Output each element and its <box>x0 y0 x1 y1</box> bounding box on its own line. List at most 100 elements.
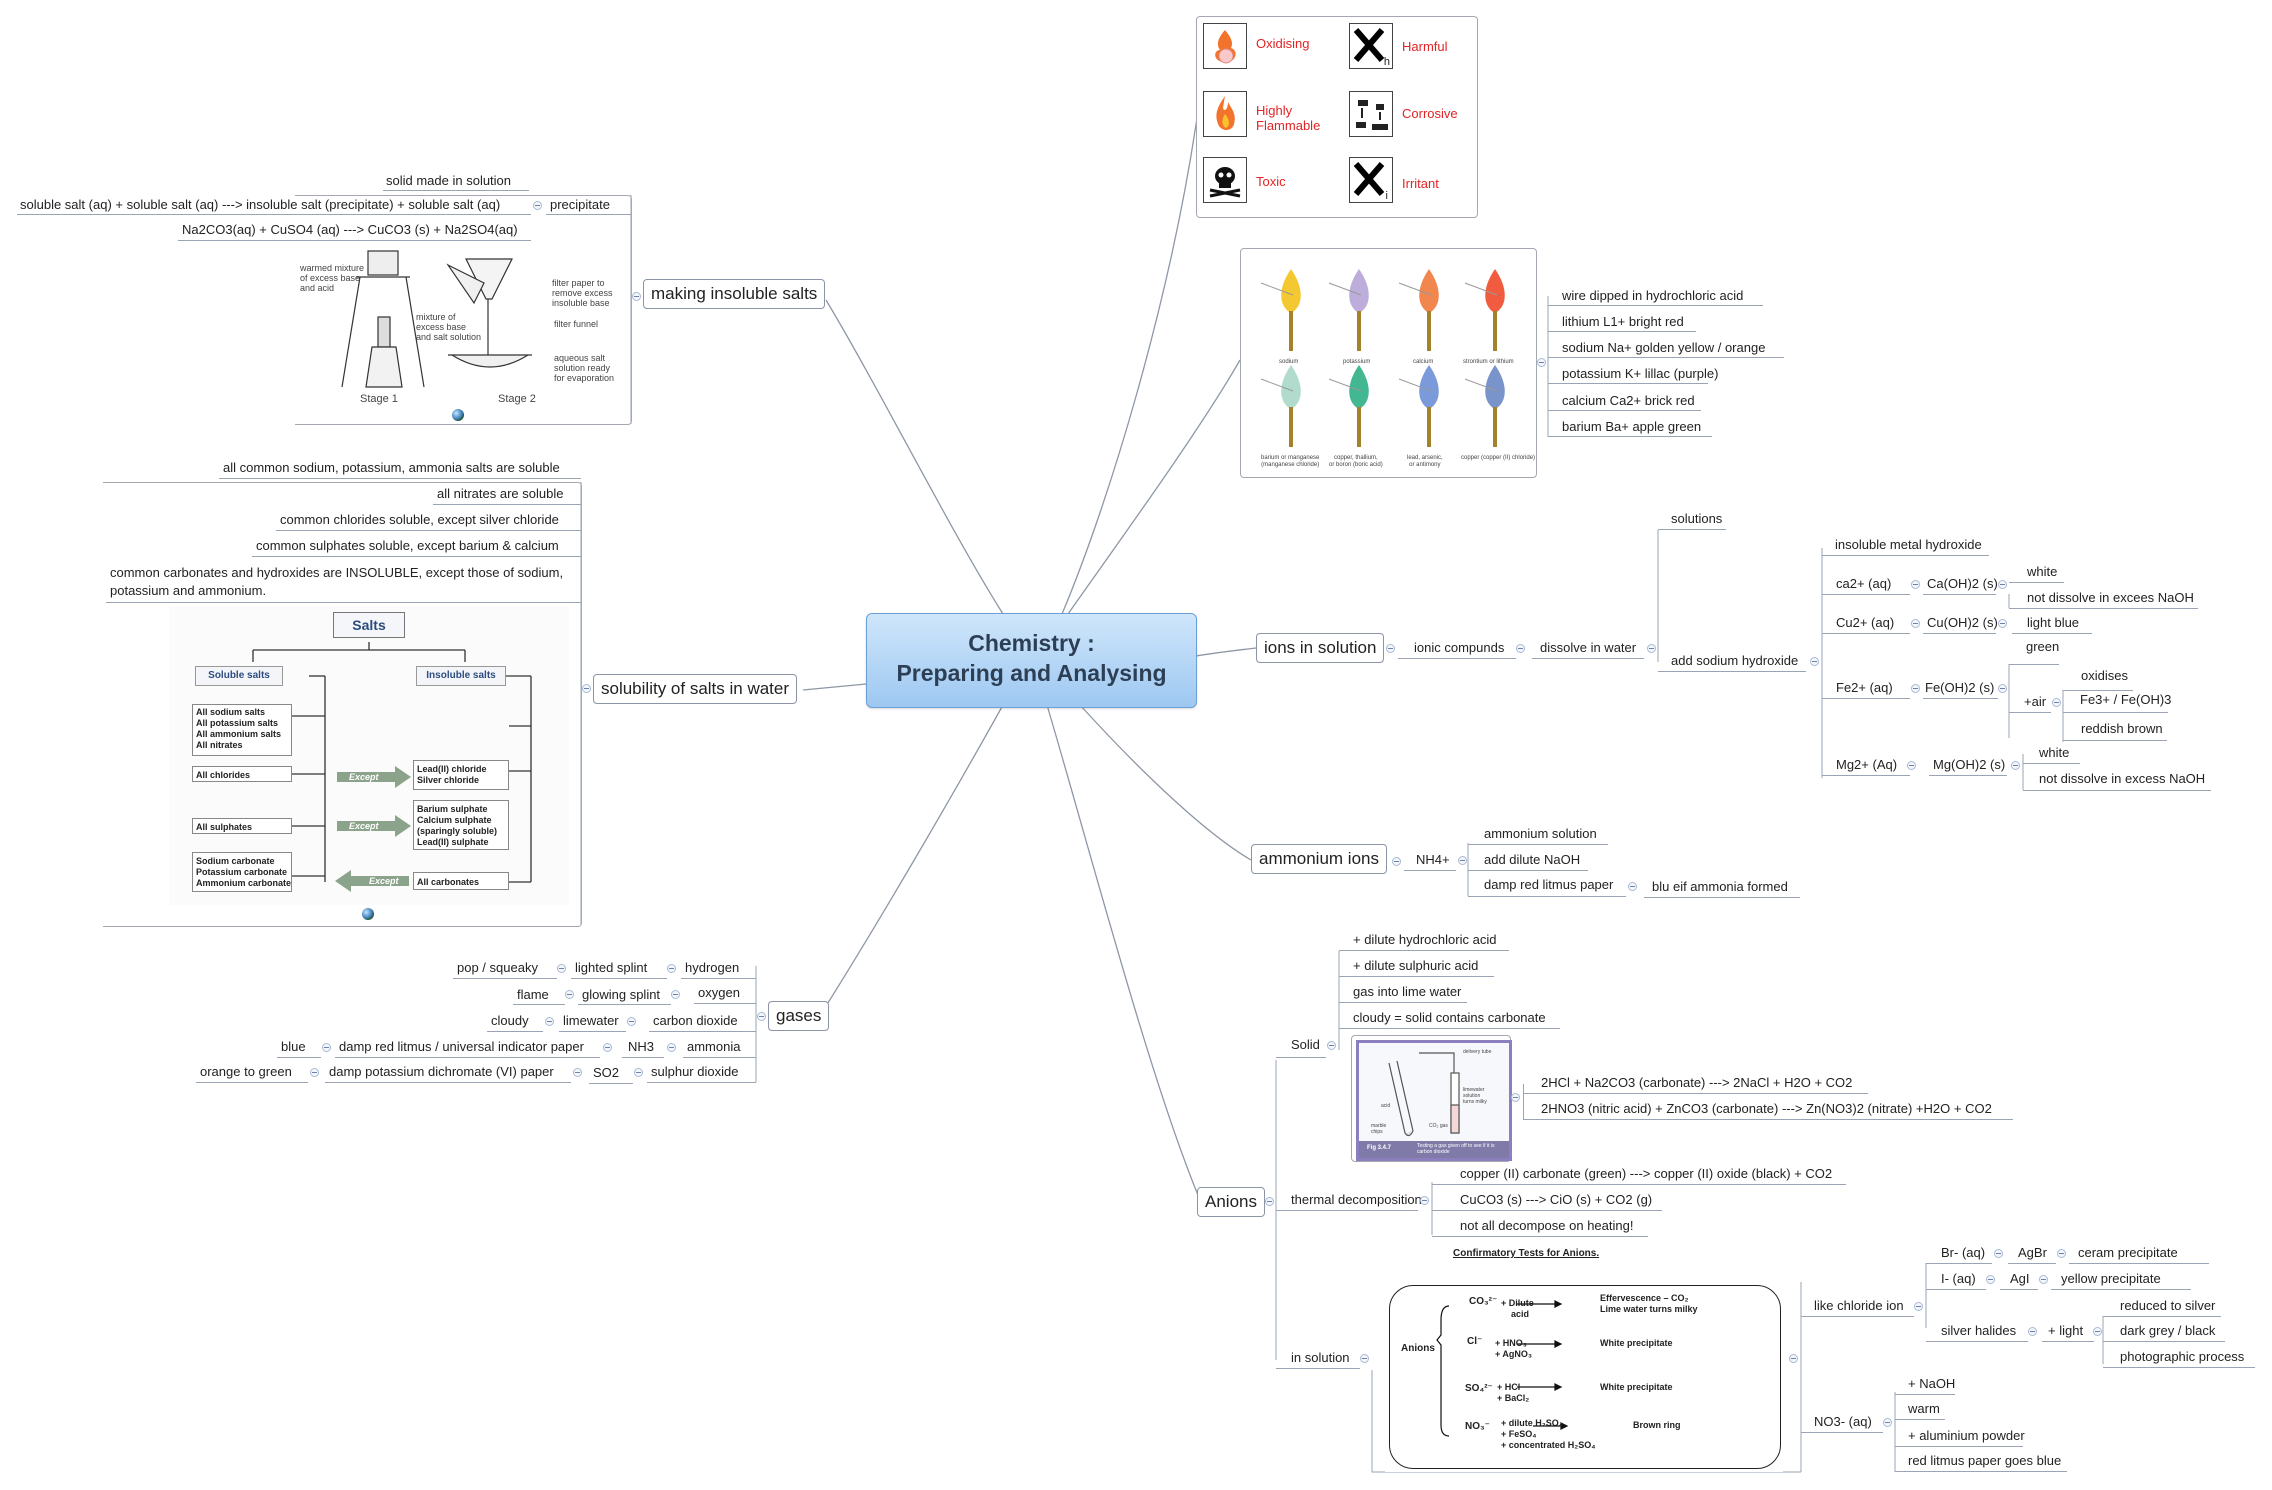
metal-hydroxide[interactable]: Fe(OH)2 (s) <box>1925 680 1995 695</box>
gas-test-method[interactable]: lighted splint <box>575 960 648 975</box>
branch-ammonium-ions[interactable]: ammonium ions <box>1251 844 1387 874</box>
insoluble-general-equation[interactable]: soluble salt (aq) + soluble salt (aq) --… <box>20 197 501 212</box>
nitrate-test-step[interactable]: + NaOH <box>1908 1376 1956 1391</box>
light-result[interactable]: reduced to silver <box>2120 1298 2216 1313</box>
gas-test-result[interactable]: cloudy <box>491 1013 529 1028</box>
collapse-toggle[interactable] <box>1516 644 1525 653</box>
gas-test-result[interactable]: pop / squeaky <box>457 960 538 975</box>
flame-test-item[interactable]: wire dipped in hydrochloric acid <box>1562 288 1744 303</box>
solid-test-step[interactable]: cloudy = solid contains carbonate <box>1353 1010 1546 1025</box>
plus-air[interactable]: +air <box>2024 694 2047 709</box>
insoluble-example-equation[interactable]: Na2CO3(aq) + CuSO4 (aq) ---> CuCO3 (s) +… <box>182 222 518 237</box>
collapse-toggle[interactable] <box>1911 619 1920 628</box>
hazard-symbols-panel[interactable]: Oxidising h Harmful Highly Flammable Cor… <box>1196 16 1478 218</box>
gas-name[interactable]: sulphur dioxide <box>651 1064 739 1079</box>
collapse-toggle[interactable] <box>573 1068 582 1077</box>
gas-name[interactable]: ammonia <box>687 1039 741 1054</box>
collapse-toggle[interactable] <box>1420 1196 1429 1205</box>
collapse-toggle[interactable] <box>533 201 542 210</box>
collapse-toggle[interactable] <box>1647 644 1656 653</box>
metal-hydroxide[interactable]: Ca(OH)2 (s) <box>1927 576 1998 591</box>
ionic-compounds[interactable]: ionic compunds <box>1414 640 1505 655</box>
collapse-toggle[interactable] <box>634 1068 643 1077</box>
solubility-rule[interactable]: common chlorides soluble, except silver … <box>280 512 559 527</box>
branch-making-insoluble-salts[interactable]: making insoluble salts <box>643 279 826 309</box>
thermal-item[interactable]: copper (II) carbonate (green) ---> coppe… <box>1460 1166 1833 1181</box>
solubility-rule[interactable]: all nitrates are soluble <box>437 486 564 501</box>
flame-test-item[interactable]: potassium K+ lillac (purple) <box>1562 366 1719 381</box>
ammonium-item[interactable]: add dilute NaOH <box>1484 852 1581 867</box>
gas-test-method[interactable]: glowing splint <box>582 987 661 1002</box>
ammonium-result[interactable]: blu eif ammonia formed <box>1652 879 1788 894</box>
ammonium-formula[interactable]: NH4+ <box>1416 852 1450 867</box>
gas-test-result[interactable]: flame <box>517 987 549 1002</box>
flame-tests-image[interactable]: sodium potassium calcium strontium or li… <box>1240 248 1537 478</box>
solid-test-step[interactable]: + dilute hydrochloric acid <box>1353 932 1497 947</box>
collapse-toggle[interactable] <box>565 990 574 999</box>
ammonium-item[interactable]: ammonium solution <box>1484 826 1597 841</box>
collapse-toggle[interactable] <box>310 1068 319 1077</box>
collapse-toggle[interactable] <box>1628 882 1637 891</box>
collapse-toggle[interactable] <box>667 964 676 973</box>
ammonium-item[interactable]: damp red litmus paper <box>1484 877 1614 892</box>
metal-ion[interactable]: Cu2+ (aq) <box>1836 615 1895 630</box>
iron-three[interactable]: Fe3+ / Fe(OH)3 <box>2080 692 2172 707</box>
flame-test-item[interactable]: calcium Ca2+ brick red <box>1562 393 1695 408</box>
dissolve-in-water[interactable]: dissolve in water <box>1540 640 1637 655</box>
gas-test-method[interactable]: damp potassium dichromate (VI) paper <box>329 1064 554 1079</box>
precipitate-colour[interactable]: white <box>2039 745 2070 760</box>
collapse-toggle[interactable] <box>582 684 591 693</box>
gas-name[interactable]: oxygen <box>698 985 740 1000</box>
add-sodium-hydroxide[interactable]: add sodium hydroxide <box>1671 653 1799 668</box>
halide-ion[interactable]: I- (aq) <box>1941 1271 1976 1286</box>
collapse-toggle[interactable] <box>1511 1093 1520 1102</box>
halide-ion[interactable]: Br- (aq) <box>1941 1245 1986 1260</box>
nitrate-test-step[interactable]: red litmus paper goes blue <box>1908 1453 2062 1468</box>
anion-solid[interactable]: Solid <box>1291 1037 1320 1052</box>
precipitate-note[interactable]: not dissolve in excess NaOH <box>2039 771 2206 786</box>
precipitate-colour[interactable]: white <box>2027 564 2058 579</box>
collapse-toggle[interactable] <box>1911 684 1920 693</box>
carbonate-equation[interactable]: 2HCl + Na2CO3 (carbonate) ---> 2NaCl + H… <box>1541 1075 1853 1090</box>
gas-formula[interactable]: NH3 <box>628 1039 655 1054</box>
light-result[interactable]: photographic process <box>2120 1349 2245 1364</box>
thermal-item[interactable]: CuCO3 (s) ---> CiO (s) + CO2 (g) <box>1460 1192 1653 1207</box>
collapse-toggle[interactable] <box>2093 1327 2102 1336</box>
reddish-brown[interactable]: reddish brown <box>2081 721 2163 736</box>
collapse-toggle[interactable] <box>557 964 566 973</box>
solubility-rule[interactable]: common sulphates soluble, except barium … <box>256 538 559 553</box>
silver-halide[interactable]: AgBr <box>2018 1245 2047 1260</box>
collapse-toggle[interactable] <box>1914 1302 1923 1311</box>
precipitate-note[interactable]: not dissolve in excees NaOH <box>2027 590 2194 605</box>
collapse-toggle[interactable] <box>2028 1327 2037 1336</box>
globe-icon[interactable] <box>452 409 464 421</box>
collapse-toggle[interactable] <box>603 1043 612 1052</box>
nitrate-test-step[interactable]: + aluminium powder <box>1908 1428 2025 1443</box>
collapse-toggle[interactable] <box>545 1017 554 1026</box>
collapse-toggle[interactable] <box>1360 1354 1369 1363</box>
branch-gases[interactable]: gases <box>768 1001 830 1031</box>
solid-test-step[interactable]: + dilute sulphuric acid <box>1353 958 1479 973</box>
thermal-decomposition[interactable]: thermal decomposition <box>1291 1192 1422 1207</box>
collapse-toggle[interactable] <box>2057 1249 2066 1258</box>
metal-ion[interactable]: Mg2+ (Aq) <box>1836 757 1898 772</box>
collapse-toggle[interactable] <box>1789 1354 1798 1363</box>
halide-precipitate[interactable]: ceram precipitate <box>2078 1245 2178 1260</box>
co2-test-image[interactable]: delivery tube limewater solution turns m… <box>1351 1035 1512 1162</box>
collapse-toggle[interactable] <box>322 1043 331 1052</box>
metal-ion[interactable]: ca2+ (aq) <box>1836 576 1892 591</box>
metal-hydroxide[interactable]: Cu(OH)2 (s) <box>1927 615 1998 630</box>
collapse-toggle[interactable] <box>1998 580 2007 589</box>
insoluble-metal-hydroxide[interactable]: insoluble metal hydroxide <box>1835 537 1982 552</box>
precipitate-label[interactable]: precipitate <box>550 197 610 212</box>
collapse-toggle[interactable] <box>2052 698 2061 707</box>
nitrate-ion[interactable]: NO3- (aq) <box>1814 1414 1872 1429</box>
collapse-toggle[interactable] <box>667 1043 676 1052</box>
collapse-toggle[interactable] <box>1386 644 1395 653</box>
gas-name[interactable]: hydrogen <box>685 960 740 975</box>
gas-formula[interactable]: SO2 <box>593 1065 620 1080</box>
metal-ion[interactable]: Fe2+ (aq) <box>1836 680 1893 695</box>
gas-test-result[interactable]: blue <box>281 1039 306 1054</box>
collapse-toggle[interactable] <box>1392 857 1401 866</box>
solubility-rule[interactable]: all common sodium, potassium, ammonia sa… <box>223 460 560 475</box>
